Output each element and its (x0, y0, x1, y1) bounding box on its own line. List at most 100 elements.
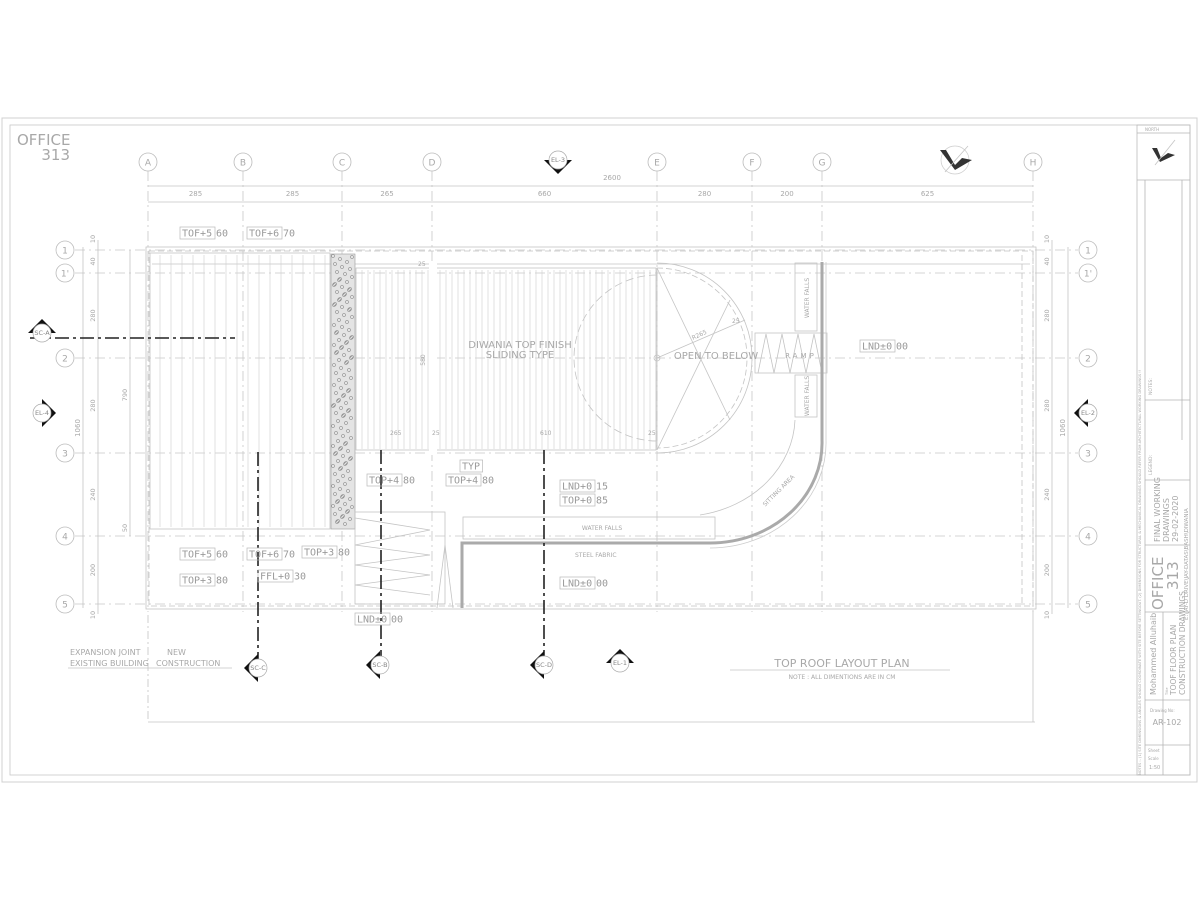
dim-vertical: 10 (89, 611, 97, 619)
planter-texture (350, 255, 354, 259)
planter-texture (345, 280, 349, 284)
planter-texture (332, 403, 336, 407)
level-tag-value: 80 (403, 476, 415, 487)
planter-texture (337, 378, 341, 382)
grid-label-G: G (819, 159, 826, 169)
planter-texture (342, 353, 346, 357)
tb-drawing-no: AR-102 (1153, 718, 1182, 727)
planter-texture (331, 404, 335, 408)
planter-texture (348, 287, 352, 291)
grid-label-E: E (654, 159, 660, 169)
planter-texture (342, 313, 346, 317)
planter-texture (332, 383, 336, 387)
planter-texture (332, 323, 336, 327)
tb-date: 29-02-2020 (1171, 496, 1180, 543)
planter-texture (350, 505, 354, 509)
planter-texture (340, 305, 344, 309)
planter-texture (331, 484, 335, 488)
sheet-outer-border (1, 117, 1198, 783)
dim-vertical: 40 (1043, 257, 1051, 265)
level-tag-box (301, 545, 338, 559)
dim-horizontal: 625 (921, 190, 934, 198)
grid-bubble-row (1078, 526, 1098, 546)
planter-texture (340, 265, 344, 269)
level-tag-code: LND±0 (562, 579, 592, 590)
level-tag-value: 15 (596, 482, 608, 493)
tb-sheet-label: Sheet (1148, 748, 1160, 753)
planter-texture (335, 520, 339, 524)
planter-texture (337, 398, 341, 402)
level-tag-code: LND±0 (862, 342, 892, 353)
level-tag-box (445, 473, 482, 487)
planter-texture (333, 472, 337, 476)
marker-bubble (548, 150, 568, 170)
dim-horizontal: 285 (189, 190, 202, 198)
dim-vertical: 10 (89, 235, 97, 243)
tb-sheet-title-1: TOOF FLOOR PLAN (1169, 625, 1178, 696)
dim-overall-vertical: 1060 (74, 419, 82, 437)
planter-texture (331, 444, 335, 448)
drawing-note: NOTE : ALL DIMENTIONS ARE IN CM (789, 674, 896, 681)
planter-texture (333, 262, 337, 266)
planter-texture (331, 424, 335, 428)
planter-texture (346, 449, 350, 453)
dim-horizontal: 265 (380, 190, 393, 198)
dim-horizontal: 660 (538, 190, 551, 198)
planter-texture (347, 408, 351, 412)
label-sliding-type: SLIDING TYPE (486, 350, 555, 361)
level-tag-box (859, 339, 896, 353)
planter-texture (348, 267, 352, 271)
planter-texture (338, 277, 342, 281)
planter-texture (332, 283, 336, 287)
grid-label-row: 2 (62, 355, 68, 365)
dim-horizontal: 280 (698, 190, 711, 198)
planter-texture (347, 348, 351, 352)
ramp (754, 332, 828, 374)
planter-texture (341, 414, 345, 418)
planter-texture (346, 509, 350, 513)
planter-texture (341, 434, 345, 438)
planter-texture (334, 351, 338, 355)
planter-texture (348, 497, 352, 501)
label-water-falls-top: WATER FALLS (804, 278, 811, 318)
marker-bubble (534, 655, 554, 675)
deck-hatch-left (149, 252, 331, 530)
planter-texture (343, 522, 347, 526)
planter-texture (339, 466, 343, 470)
planter-texture (349, 436, 353, 440)
drawing-title-text: TOP ROOF LAYOUT PLAN (773, 657, 909, 670)
marker-sc-b: SC-B (372, 661, 387, 669)
level-tag-box (354, 612, 391, 626)
planter-texture (337, 318, 341, 322)
grid-label-C: C (339, 159, 345, 169)
label-expansion-joint: EXPANSION JOINT (70, 648, 141, 657)
planter-texture (338, 447, 342, 451)
planter-texture (335, 500, 339, 504)
label-sitting-area: SITTING AREA (762, 473, 797, 508)
dim-vertical: 240 (1043, 488, 1051, 500)
marker-bubble (32, 403, 52, 423)
planter-texture (334, 431, 338, 435)
tb-drawing-no-label: Drawing No: (1150, 708, 1175, 713)
planter-texture (346, 409, 350, 413)
planter-texture (347, 328, 351, 332)
level-tag-box (559, 479, 596, 493)
marker-sc-d: SC-D (536, 661, 552, 669)
level-tag-code: TOF+6 (249, 550, 279, 561)
planter-texture (349, 336, 353, 340)
planter-texture (332, 343, 336, 347)
level-tag-code: TOP+3 (304, 548, 334, 559)
planter-texture (343, 442, 347, 446)
planter-texture (333, 492, 337, 496)
planter-texture (334, 451, 338, 455)
dim-610: 610 (540, 430, 552, 437)
level-tag-code: TOP+4 (448, 476, 478, 487)
marker-sc-c: SC-C (250, 664, 266, 672)
label-steel-fabric: STEEL FABRIC (575, 552, 617, 559)
grid-label-row: 4 (1085, 533, 1091, 543)
level-tag-code: TOF+5 (182, 229, 212, 240)
planter-texture (350, 295, 354, 299)
